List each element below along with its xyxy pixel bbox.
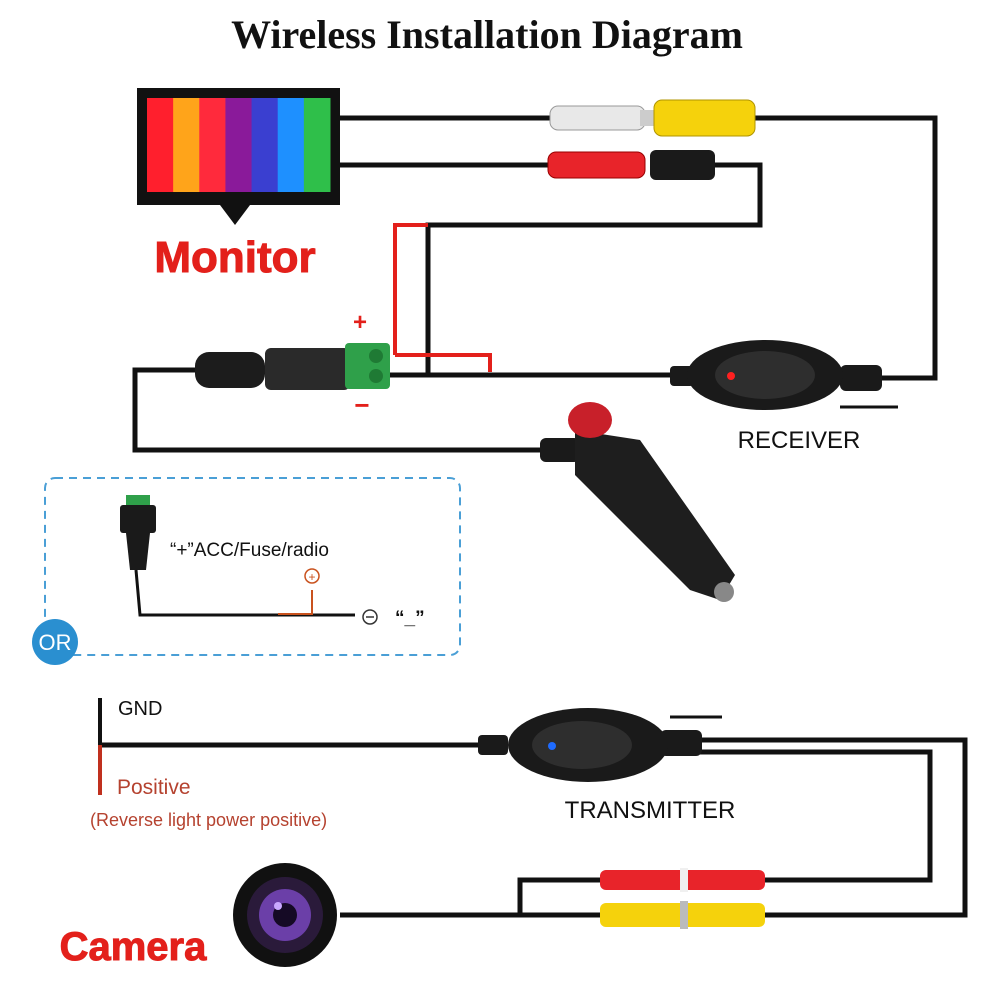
alternative-wiring-box — [44, 477, 461, 656]
camera — [233, 863, 337, 967]
transmitter-label: TRANSMITTER — [565, 797, 736, 824]
monitor-color-bar — [173, 98, 200, 192]
monitor-color-bar — [147, 98, 174, 192]
wire-red-positive-2 — [395, 353, 492, 372]
positive-note-label: (Reverse light power positive) — [90, 810, 327, 830]
monitor-color-bar — [277, 98, 305, 192]
receiver-unit — [670, 340, 882, 410]
diagram-title: Wireless Installation Diagram — [231, 12, 743, 57]
gnd-label: GND — [118, 698, 162, 720]
minus-label: − — [354, 390, 369, 420]
positive-label: Positive — [117, 776, 191, 799]
plus-circle-icon — [304, 568, 320, 584]
negative-quote-label: “_” — [395, 608, 425, 629]
rca-yellow-connector — [653, 99, 756, 137]
wire-plug-to-lighter — [132, 367, 545, 453]
monitor — [137, 88, 340, 225]
plus-circle-glyph: + — [308, 570, 315, 584]
terminal-block — [345, 343, 390, 389]
monitor-color-bar — [199, 98, 226, 192]
monitor-color-bar — [303, 98, 331, 192]
or-badge — [32, 619, 78, 665]
transmitter-led — [548, 742, 556, 750]
plus-label: + — [353, 309, 367, 336]
rca-white-connector — [549, 105, 654, 131]
rca-yellow-joint — [680, 901, 688, 929]
cigarette-lighter-plug — [540, 402, 735, 602]
rca-red-connector — [547, 151, 646, 179]
wire-video-to-receiver — [755, 115, 938, 381]
transmitter-unit — [478, 708, 702, 782]
monitor-color-bars — [147, 98, 331, 192]
acc-positive-wire — [278, 590, 313, 615]
or-label: OR — [39, 630, 72, 655]
camera-label: Camera — [60, 925, 208, 969]
receiver-label: RECEIVER — [738, 427, 861, 454]
monitor-color-bar — [251, 98, 279, 192]
terminal-adapter-small — [120, 495, 355, 617]
dc-jack-connector — [650, 150, 715, 180]
wires — [100, 115, 968, 918]
wire-camera-red — [517, 877, 600, 915]
rca-red-joint — [680, 868, 688, 892]
wire-transmitter-red — [665, 749, 933, 883]
monitor-label: Monitor — [154, 233, 315, 282]
minus-circle-icon — [362, 609, 378, 625]
monitor-pointer — [220, 205, 250, 225]
receiver-led — [727, 372, 735, 380]
wire-power-loop — [425, 162, 763, 375]
acc-fuse-radio-label: “+”ACC/Fuse/radio — [170, 540, 329, 561]
monitor-color-bar — [225, 98, 253, 192]
dc-plug-adapter — [195, 343, 390, 390]
wire-red-positive — [393, 223, 428, 355]
wire-transmitter-yellow — [665, 737, 968, 918]
